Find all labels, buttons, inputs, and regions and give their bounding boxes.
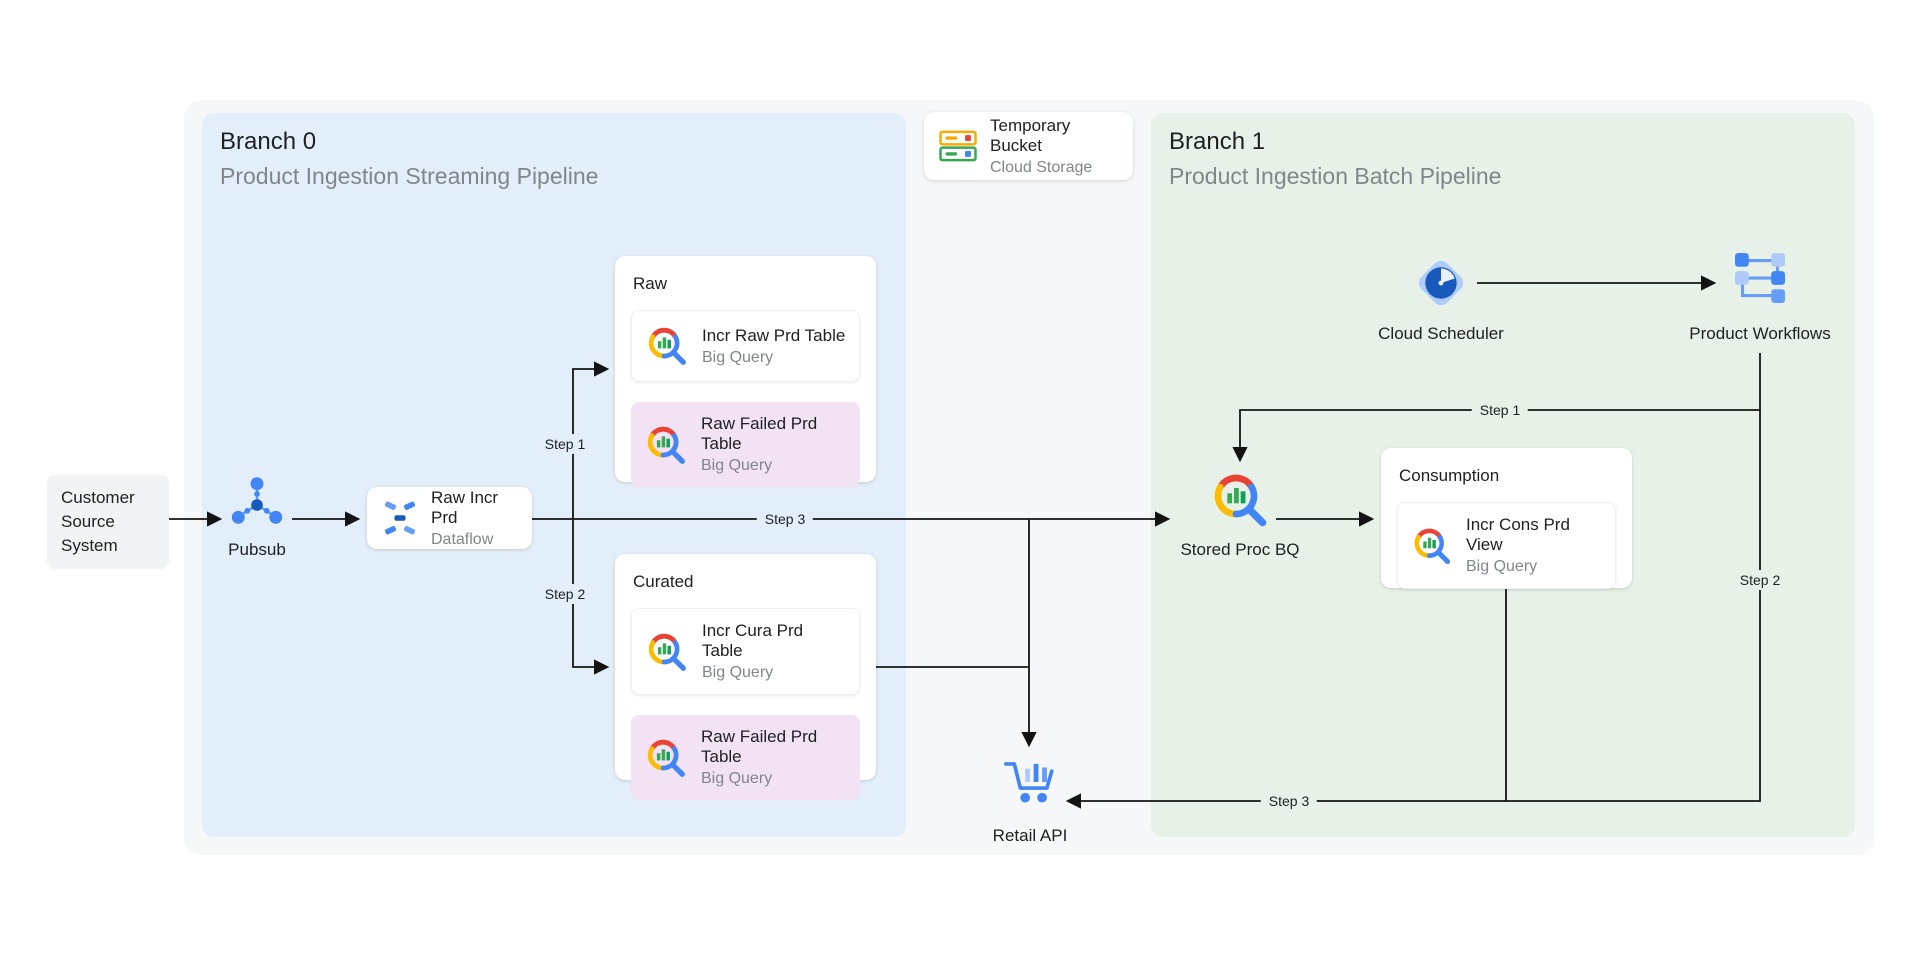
pubsub-label: Pubsub bbox=[228, 540, 286, 559]
step-label-right-1: Step 1 bbox=[1471, 400, 1529, 420]
row-subtitle: Big Query bbox=[702, 348, 774, 366]
pubsub-icon bbox=[226, 474, 288, 536]
temporary-bucket-title: Temporary Bucket bbox=[990, 115, 1071, 155]
branch1-subtitle: Product Ingestion Batch Pipeline bbox=[1169, 163, 1502, 189]
row-subtitle: Big Query bbox=[1466, 558, 1538, 575]
retail-api-label: Retail API bbox=[992, 826, 1068, 845]
raw-group-card: Raw Incr Raw Prd Table Big Query bbox=[615, 256, 876, 487]
raw-group-title: Raw bbox=[633, 274, 668, 293]
arrow-step2-to-curated bbox=[572, 519, 610, 675]
step-label-right-3: Step 3 bbox=[1260, 791, 1318, 811]
cloud-storage-icon bbox=[938, 126, 978, 166]
branch0-subtitle: Product Ingestion Streaming Pipeline bbox=[220, 163, 599, 189]
branch0-title: Branch 0 bbox=[220, 128, 317, 155]
raw-failed-prd-table-row: Raw Failed Prd Table Big Query bbox=[631, 402, 860, 487]
step-label-right-2: Step 2 bbox=[1731, 570, 1789, 590]
row-subtitle: Big Query bbox=[701, 457, 773, 474]
product-workflows-label: Product Workflows bbox=[1689, 324, 1831, 343]
step-label-left-1: Step 1 bbox=[536, 434, 594, 454]
row-title: Raw Failed Prd Table bbox=[701, 727, 818, 766]
incr-raw-prd-table-row: Incr Raw Prd Table Big Query bbox=[631, 310, 860, 382]
temporary-bucket-card: Temporary Bucket Cloud Storage bbox=[924, 112, 1133, 180]
row-title: Incr Raw Prd Table bbox=[702, 325, 846, 345]
curated-group-title: Curated bbox=[633, 572, 694, 591]
row-title: Raw Failed Prd Table bbox=[701, 414, 818, 453]
bigquery-icon bbox=[1208, 468, 1272, 532]
row-subtitle: Big Query bbox=[701, 770, 773, 787]
customer-source-system-node: Customer Source System bbox=[47, 475, 169, 570]
branch1-heading: Branch 1 Product Ingestion Batch Pipelin… bbox=[1169, 128, 1501, 190]
stored-proc-bq-label: Stored Proc BQ bbox=[1180, 540, 1300, 559]
bigquery-icon bbox=[643, 422, 689, 468]
dataflow-icon bbox=[381, 499, 419, 537]
dataflow-card-subtitle: Dataflow bbox=[431, 530, 494, 548]
row-subtitle: Big Query bbox=[702, 664, 774, 681]
bigquery-icon bbox=[643, 735, 689, 781]
raw-failed-prd-table-row: Raw Failed Prd Table Big Query bbox=[631, 715, 860, 800]
retail-api-cart-icon bbox=[1001, 753, 1059, 811]
temporary-bucket-subtitle: Cloud Storage bbox=[990, 158, 1093, 176]
consumption-card: Consumption Incr Cons Prd View Big Query bbox=[1381, 448, 1632, 589]
curated-group-card: Curated Incr Cura Prd Table Big Query bbox=[615, 554, 876, 800]
arrow-step1-to-raw bbox=[572, 361, 610, 519]
step-label-left-2: Step 2 bbox=[536, 584, 594, 604]
product-workflows-icon bbox=[1730, 248, 1790, 308]
bigquery-icon bbox=[644, 323, 690, 369]
consumption-title: Consumption bbox=[1399, 466, 1500, 485]
bigquery-icon bbox=[1410, 524, 1454, 568]
incr-cura-prd-table-row: Incr Cura Prd Table Big Query bbox=[631, 608, 860, 695]
bigquery-icon bbox=[644, 629, 690, 675]
row-title: Incr Cons Prd View bbox=[1466, 515, 1570, 554]
row-title: Incr Cura Prd Table bbox=[702, 621, 804, 660]
branch1-title: Branch 1 bbox=[1169, 128, 1266, 155]
dataflow-card-title: Raw Incr Prd bbox=[431, 487, 499, 527]
cloud-scheduler-icon bbox=[1412, 254, 1470, 312]
branch0-heading: Branch 0 Product Ingestion Streaming Pip… bbox=[220, 128, 598, 190]
incr-cons-prd-view-row: Incr Cons Prd View Big Query bbox=[1397, 502, 1616, 589]
step-label-left-3: Step 3 bbox=[756, 509, 814, 529]
cloud-scheduler-label: Cloud Scheduler bbox=[1378, 324, 1504, 343]
dataflow-card: Raw Incr Prd Dataflow bbox=[367, 487, 532, 549]
